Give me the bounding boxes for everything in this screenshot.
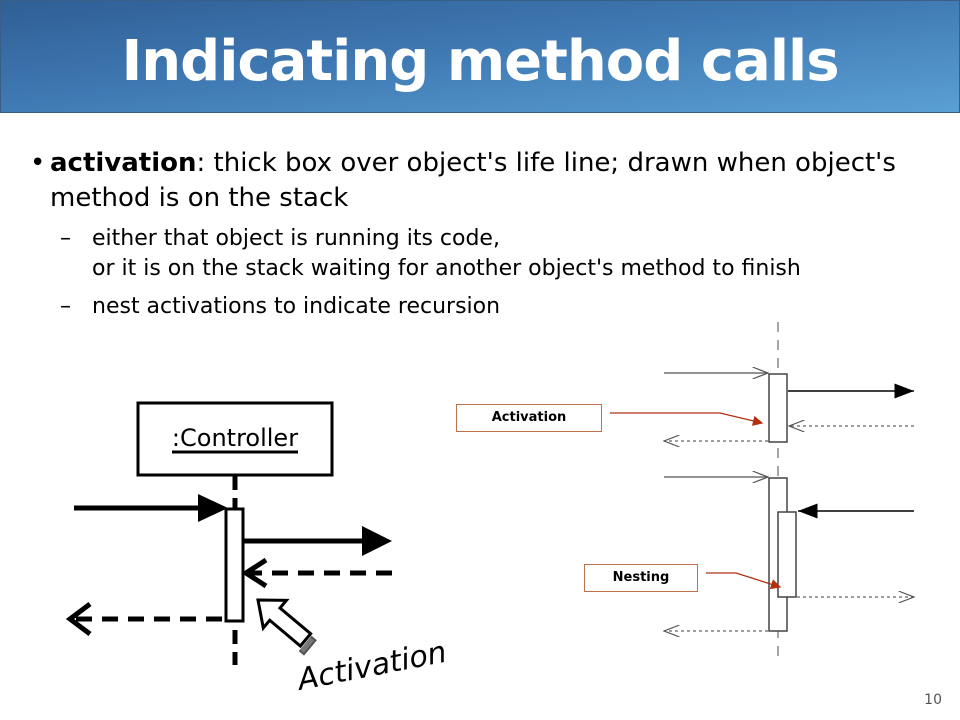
incoming-arrowhead — [198, 494, 228, 522]
bullet-term: activation — [50, 148, 197, 178]
bullet-list: • activation: thick box over object's li… — [30, 146, 940, 322]
activation-box — [224, 507, 245, 623]
page-number: 10 — [924, 692, 942, 708]
return-arrowhead-in — [241, 557, 268, 589]
sub-dash: – — [60, 226, 71, 251]
subbullet-line: either that object is running its code, — [92, 226, 500, 251]
controller-object-box — [136, 401, 334, 477]
title-bar: Indicating method calls — [0, 0, 960, 113]
nesting-pointer-line — [706, 572, 782, 590]
return-arrowhead-out — [65, 602, 92, 636]
controller-object-label: :Controller — [172, 424, 298, 452]
activation-pointer-line — [610, 412, 764, 426]
bullet-activation: • activation: thick box over object's li… — [30, 146, 940, 216]
subbullet-line: or it is on the stack waiting for anothe… — [92, 256, 801, 281]
pointer-arrow-icon — [256, 598, 317, 656]
nested-activation-box — [777, 511, 797, 598]
activation-callout: Activation — [456, 404, 602, 432]
nesting-callout: Nesting — [584, 564, 698, 592]
subbullet-1: – either that object is running its code… — [30, 224, 940, 284]
sub-dash: – — [60, 294, 71, 319]
outgoing-arrowhead — [362, 526, 392, 556]
subbullet-2: – nest activations to indicate recursion — [30, 292, 940, 322]
bullet-text: : thick box over object's life line; dra… — [50, 148, 896, 213]
subbullet-line: nest activations to indicate recursion — [92, 294, 501, 319]
bullet-dot: • — [30, 148, 46, 178]
upper-activation-box — [768, 373, 788, 443]
slide-title: Indicating method calls — [121, 29, 839, 94]
